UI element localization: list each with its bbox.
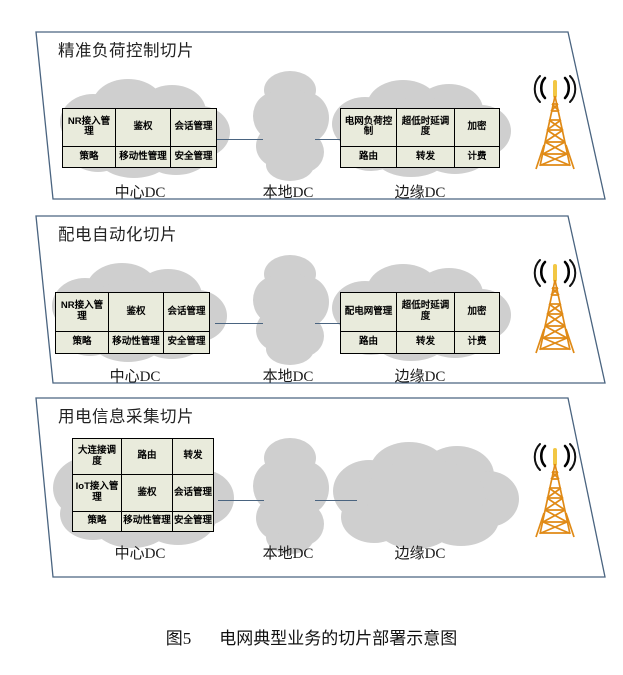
- dc-label-edge-3: 边缘DC: [394, 546, 446, 562]
- cell-tower-icon-1: [528, 66, 582, 176]
- figure-caption: 图5 电网典型业务的切片部署示意图: [0, 624, 623, 649]
- table-cell: 安全管理: [163, 331, 210, 354]
- table-cell: 路由: [121, 437, 173, 476]
- table-cell: 移动性管理: [121, 510, 173, 533]
- table-row: 路由 转发 计费: [340, 331, 500, 354]
- table-cell: 加密: [454, 108, 500, 147]
- cloud-edge-dc-3: [325, 437, 520, 550]
- table-cell: 转发: [396, 331, 455, 354]
- link-center-to-local-1: [215, 139, 263, 140]
- table-cell: 转发: [172, 437, 214, 476]
- table-row: NR接入管理 鉴权 会话管理: [62, 108, 217, 147]
- table-cell: NR接入管理: [62, 108, 116, 147]
- table-row: 策略 移动性管理 安全管理: [72, 510, 214, 533]
- slice-panel-precise-load-control: 精准负荷控制切片: [0, 26, 623, 206]
- table-cell: 加密: [454, 291, 500, 333]
- table-cell: 移动性管理: [115, 145, 171, 169]
- table-cell: 鉴权: [121, 474, 173, 512]
- table-cell: 电网负荷控制: [340, 108, 397, 147]
- table-row: 策略 移动性管理 安全管理: [55, 331, 210, 354]
- figure-caption-text: 电网典型业务的切片部署示意图: [219, 629, 458, 648]
- slice-title-1: 精准负荷控制切片: [58, 41, 194, 60]
- function-table-center-1: NR接入管理 鉴权 会话管理 策略 移动性管理 安全管理: [62, 108, 217, 169]
- table-cell: 超低时延调度: [396, 108, 455, 147]
- table-row: 策略 移动性管理 安全管理: [62, 145, 217, 169]
- cloud-local-dc-3: [250, 434, 330, 556]
- link-center-to-local-3: [218, 500, 264, 501]
- dc-label-local-2: 本地DC: [262, 369, 314, 385]
- table-cell: 安全管理: [172, 510, 214, 533]
- table-row: NR接入管理 鉴权 会话管理: [55, 291, 210, 333]
- slice-title-2: 配电自动化切片: [58, 225, 177, 244]
- table-cell: 路由: [340, 145, 397, 169]
- table-cell: 会话管理: [163, 291, 210, 333]
- function-table-center-3: 大连接调度 路由 转发 IoT接入管理 鉴权 会话管理 策略 移动性管理 安全管…: [72, 437, 214, 533]
- function-table-edge-2: 配电网管理 超低时延调度 加密 路由 转发 计费: [340, 291, 500, 354]
- table-cell: 大连接调度: [72, 437, 122, 476]
- dc-label-edge-2: 边缘DC: [394, 369, 446, 385]
- link-center-to-local-2: [215, 323, 263, 324]
- dc-label-center-2: 中心DC: [109, 369, 161, 385]
- table-cell: 路由: [340, 331, 397, 354]
- dc-label-edge-1: 边缘DC: [394, 185, 446, 201]
- slice-panel-distribution-automation: 配电自动化切片: [0, 210, 623, 390]
- table-row: IoT接入管理 鉴权 会话管理: [72, 474, 214, 512]
- table-cell: 配电网管理: [340, 291, 397, 333]
- table-cell: NR接入管理: [55, 291, 109, 333]
- table-cell: IoT接入管理: [72, 474, 122, 512]
- slice-title-3: 用电信息采集切片: [58, 407, 194, 426]
- table-cell: 安全管理: [170, 145, 217, 169]
- link-local-to-edge-3: [315, 500, 357, 501]
- slice-panel-power-consumption-info-collection: 用电信息采集切片: [0, 392, 623, 584]
- cell-tower-icon-2: [528, 250, 582, 360]
- table-row: 路由 转发 计费: [340, 145, 500, 169]
- table-row: 电网负荷控制 超低时延调度 加密: [340, 108, 500, 147]
- table-cell: 鉴权: [108, 291, 164, 333]
- table-cell: 计费: [454, 331, 500, 354]
- table-cell: 策略: [55, 331, 109, 354]
- link-local-to-edge-2: [315, 323, 357, 324]
- figure-caption-number: 图5: [165, 629, 192, 648]
- table-cell: 鉴权: [115, 108, 171, 147]
- link-local-to-edge-1: [315, 139, 357, 140]
- table-cell: 策略: [62, 145, 116, 169]
- cloud-local-dc-1: [250, 68, 330, 184]
- dc-label-center-3: 中心DC: [114, 546, 166, 562]
- function-table-center-2: NR接入管理 鉴权 会话管理 策略 移动性管理 安全管理: [55, 291, 210, 354]
- cloud-local-dc-2: [250, 252, 330, 368]
- function-table-edge-1: 电网负荷控制 超低时延调度 加密 路由 转发 计费: [340, 108, 500, 169]
- table-row: 大连接调度 路由 转发: [72, 437, 214, 476]
- dc-label-local-1: 本地DC: [262, 185, 314, 201]
- table-cell: 移动性管理: [108, 331, 164, 354]
- table-cell: 超低时延调度: [396, 291, 455, 333]
- cell-tower-icon-3: [528, 434, 582, 544]
- table-cell: 会话管理: [172, 474, 214, 512]
- dc-label-center-1: 中心DC: [114, 185, 166, 201]
- table-cell: 转发: [396, 145, 455, 169]
- table-cell: 会话管理: [170, 108, 217, 147]
- table-cell: 计费: [454, 145, 500, 169]
- table-cell: 策略: [72, 510, 122, 533]
- dc-label-local-3: 本地DC: [262, 546, 314, 562]
- table-row: 配电网管理 超低时延调度 加密: [340, 291, 500, 333]
